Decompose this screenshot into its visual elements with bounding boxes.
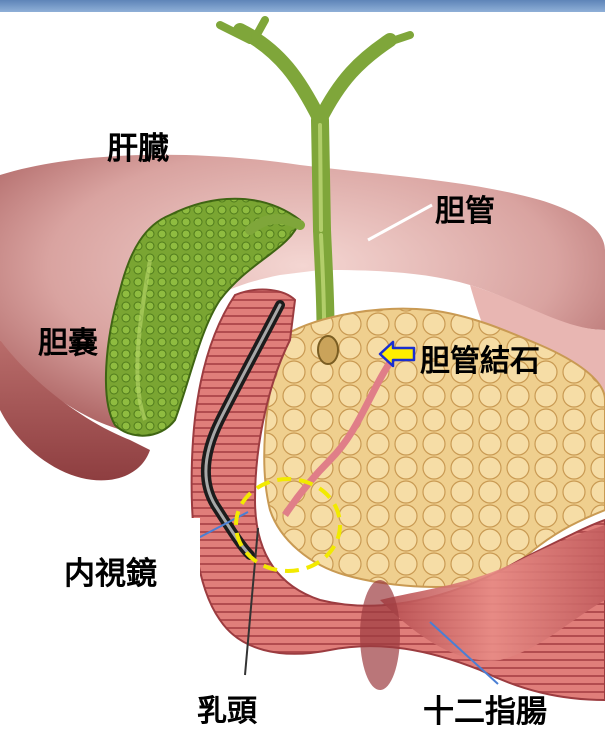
label-liver: 肝臓 <box>107 123 169 168</box>
label-bile-duct: 胆管 <box>435 186 495 230</box>
label-gallbladder: 胆嚢 <box>38 318 98 362</box>
label-duodenum: 十二指腸 <box>423 686 547 730</box>
label-endoscope: 内視鏡 <box>64 548 157 593</box>
label-papilla: 乳頭 <box>197 686 257 730</box>
stone-shape <box>318 336 338 364</box>
label-bile-duct-stone: 胆管結石 <box>420 336 540 380</box>
